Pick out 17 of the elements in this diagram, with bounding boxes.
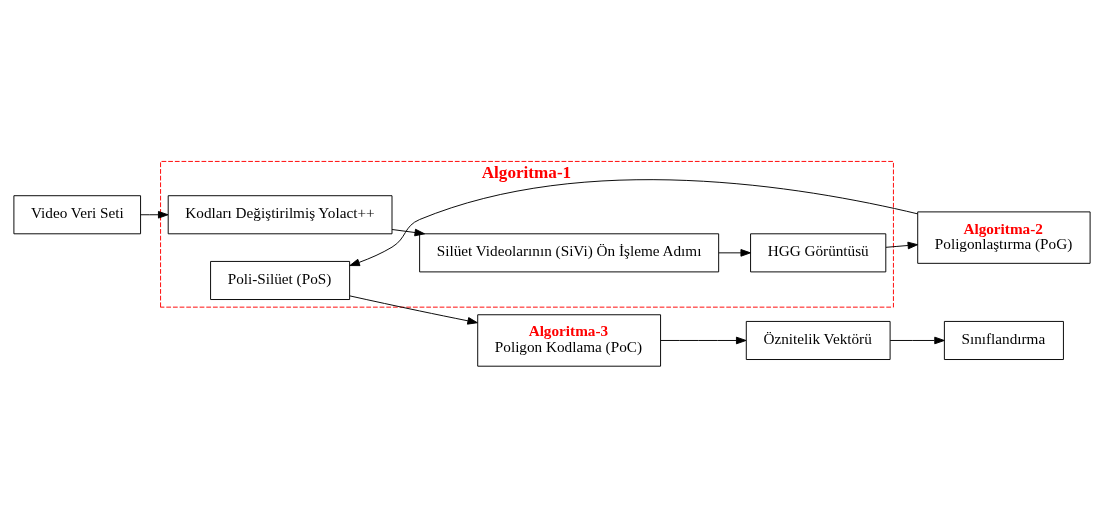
- arrow: [889, 336, 945, 344]
- arrow: [718, 248, 751, 257]
- arrow: [660, 336, 747, 344]
- node-box: HGG Görüntüsü: [750, 232, 887, 272]
- arrow: [140, 210, 169, 219]
- node-box: Video Veri Seti: [13, 194, 142, 234]
- arrow: [885, 241, 919, 249]
- arrow: [349, 294, 478, 325]
- node-box: Sınıflandırma: [943, 320, 1064, 360]
- node-box: Öznitelik Vektörü: [745, 320, 891, 360]
- node-box: Algoritma-3 Poligon Kodlama (PoC): [477, 313, 662, 367]
- node-box: Algoritma-2 Poligonlaştırma (PoG): [917, 210, 1091, 264]
- node-box: Poli-Silüet (PoS): [210, 260, 351, 300]
- node-box: Kodları Değiştirilmiş Yolact++: [167, 194, 393, 234]
- arrow: [391, 228, 425, 236]
- node-box: Silüet Videolarının (SiVi) Ön İşleme Adımı: [419, 232, 720, 272]
- arrow: [349, 178, 919, 266]
